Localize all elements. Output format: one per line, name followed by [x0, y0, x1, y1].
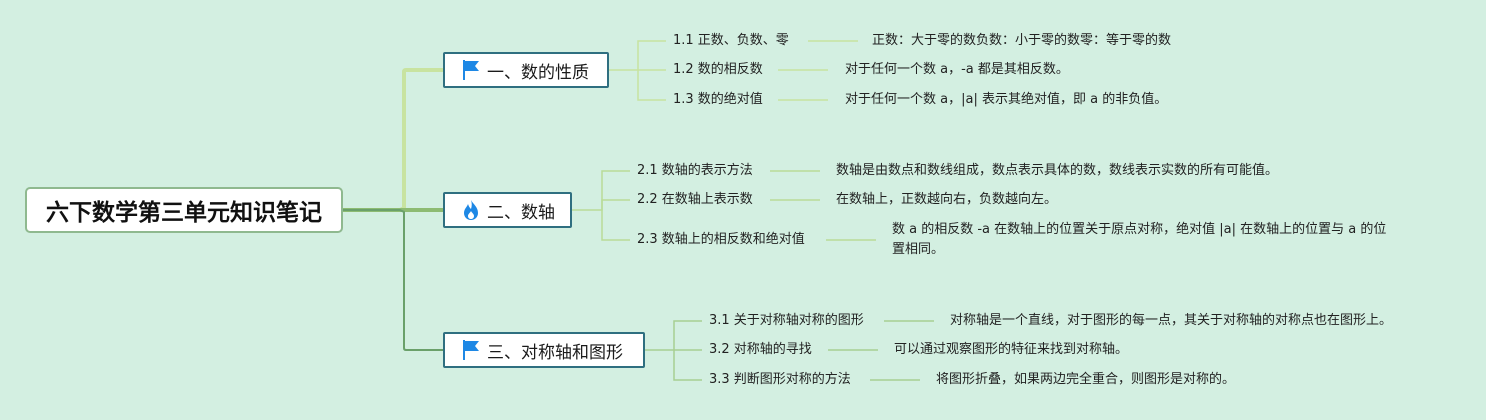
subtopic-2-2[interactable]: 2.2 在数轴上表示数 [637, 192, 753, 207]
root-title: 六下数学第三单元知识笔记 [46, 200, 322, 226]
subtopic-3-1[interactable]: 3.1 关于对称轴对称的图形 [709, 313, 864, 328]
note-1-1[interactable]: 正数：大于零的数负数：小于零的数零：等于零的数 [872, 33, 1172, 48]
edge-b2-item-1 [572, 170, 630, 211]
branch-label: 二、数轴 [487, 202, 555, 223]
edge-b3-item-3 [673, 350, 702, 381]
subtopic-1-1[interactable]: 1.1 正数、负数、零 [673, 33, 789, 48]
branch-label: 一、数的性质 [487, 62, 589, 83]
subtopic-2-1[interactable]: 2.1 数轴的表示方法 [637, 163, 753, 178]
edge-b3-item-1 [644, 320, 702, 351]
edge-root-branch-3 [343, 209, 443, 351]
note-1-2[interactable]: 对于任何一个数 a，-a 都是其相反数。 [845, 62, 1069, 77]
branch-symmetry[interactable]: 三、对称轴和图形 [443, 332, 645, 368]
flag-icon [461, 59, 481, 81]
edge-b1-item-3 [637, 70, 666, 101]
note-3-2[interactable]: 可以通过观察图形的特征来找到对称轴。 [894, 342, 1129, 357]
note-2-3[interactable]: 数 a 的相反数 -a 在数轴上的位置关于原点对称，绝对值 |a| 在数轴上的位… [892, 222, 1387, 257]
flag-icon [461, 339, 481, 361]
branch-number-line[interactable]: 二、数轴 [443, 192, 572, 228]
edge-b2-item-3 [601, 210, 630, 241]
edge-root-branch-1 [343, 68, 443, 212]
fire-icon [461, 199, 481, 221]
note-2-2[interactable]: 在数轴上，正数越向右，负数越向左。 [836, 192, 1058, 207]
note-1-3[interactable]: 对于任何一个数 a，|a| 表示其绝对值，即 a 的非负值。 [845, 92, 1168, 107]
subtopic-3-2[interactable]: 3.2 对称轴的寻找 [709, 342, 812, 357]
root-topic[interactable]: 六下数学第三单元知识笔记 [25, 187, 343, 233]
branch-number-properties[interactable]: 一、数的性质 [443, 52, 609, 88]
branch-label: 三、对称轴和图形 [487, 342, 623, 363]
subtopic-3-3[interactable]: 3.3 判断图形对称的方法 [709, 372, 851, 387]
subtopic-1-2[interactable]: 1.2 数的相反数 [673, 62, 763, 77]
edge-b1-item-1 [608, 40, 666, 71]
subtopic-2-3[interactable]: 2.3 数轴上的相反数和绝对值 [637, 232, 805, 247]
note-3-1[interactable]: 对称轴是一个直线，对于图形的每一点，其关于对称轴的对称点也在图形上。 [950, 313, 1393, 328]
note-3-3[interactable]: 将图形折叠，如果两边完全重合，则图形是对称的。 [936, 372, 1236, 387]
subtopic-1-3[interactable]: 1.3 数的绝对值 [673, 92, 763, 107]
note-2-1[interactable]: 数轴是由数点和数线组成，数点表示具体的数，数线表示实数的所有可能值。 [836, 163, 1279, 178]
edge-b2-item-2 [601, 199, 630, 210]
